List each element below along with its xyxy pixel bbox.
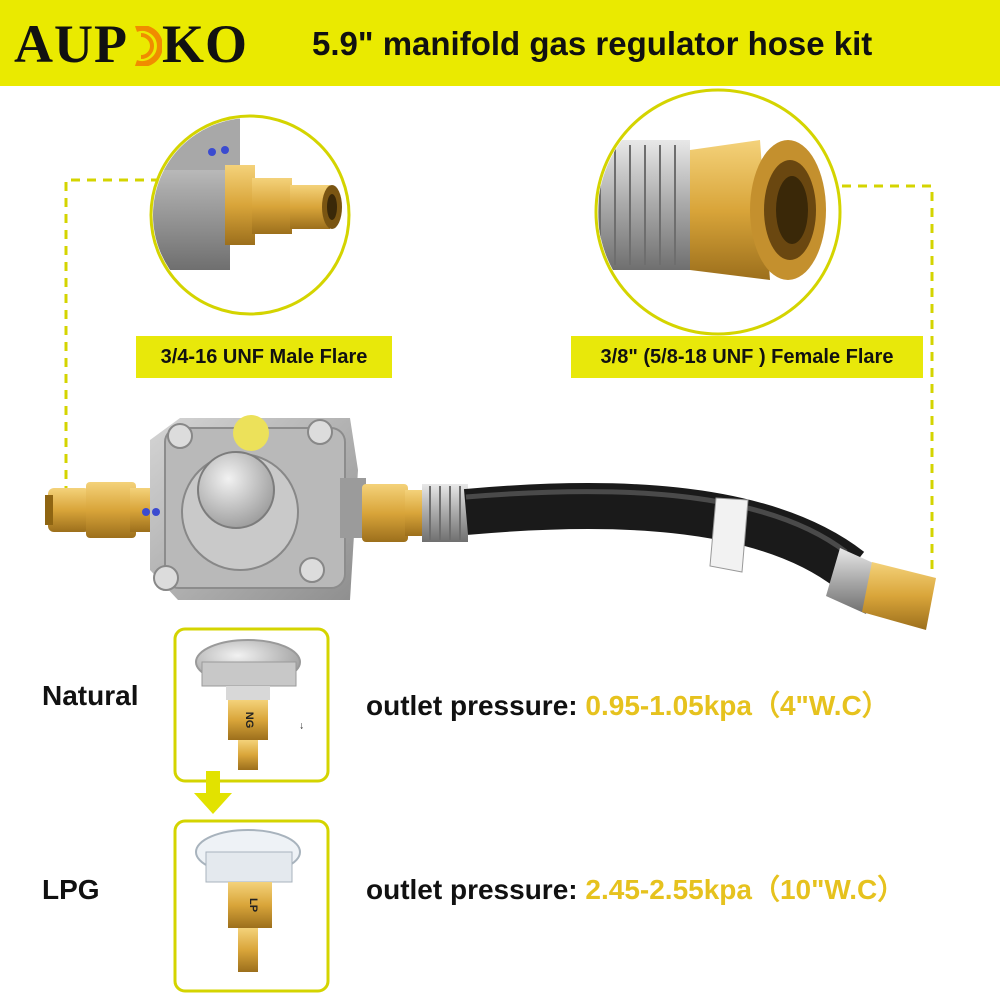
page-title: 5.9" manifold gas regulator hose kit [312, 25, 873, 62]
lpg-pin-inset: LP [173, 819, 330, 993]
header-banner: AUP KO 5.9" manifold gas regulator hose … [0, 0, 1000, 86]
natural-pressure-wc: （4"W.C） [751, 690, 890, 721]
brand-logo: AUP KO [14, 14, 248, 74]
svg-text:→: → [297, 721, 308, 731]
logo-text-left: AUP [14, 14, 128, 74]
lpg-pressure-wc: （10"W.C） [751, 874, 906, 905]
logo-o-icon [135, 26, 162, 66]
lpg-label: LPG [42, 874, 100, 905]
logo-text-right: KO [161, 14, 248, 74]
dashed-connector-right [842, 184, 934, 572]
natural-pressure-value: 0.95-1.05kpa [585, 690, 752, 721]
dashed-connector-left [64, 178, 160, 490]
ng-pin-label: NG [243, 712, 255, 729]
female-flare-label: 3/8" (5/8-18 UNF ) Female Flare [571, 336, 923, 378]
female-flare-closeup [594, 88, 842, 336]
lpg-pressure-prefix: outlet pressure: [366, 874, 578, 905]
male-flare-label: 3/4-16 UNF Male Flare [136, 336, 392, 378]
regulator-assembly [45, 415, 936, 630]
natural-pin-inset: NG → [173, 627, 330, 783]
down-arrow-icon [194, 771, 232, 814]
lp-pin-label: LP [247, 898, 259, 912]
lpg-outlet-pressure: outlet pressure: 2.45-2.55kpa（10"W.C） [366, 868, 905, 908]
natural-outlet-pressure: outlet pressure: 0.95-1.05kpa（4"W.C） [366, 684, 890, 724]
natural-pressure-prefix: outlet pressure: [366, 690, 578, 721]
natural-label: Natural [42, 680, 139, 711]
male-flare-closeup [149, 114, 351, 316]
lpg-pressure-value: 2.45-2.55kpa [585, 874, 752, 905]
